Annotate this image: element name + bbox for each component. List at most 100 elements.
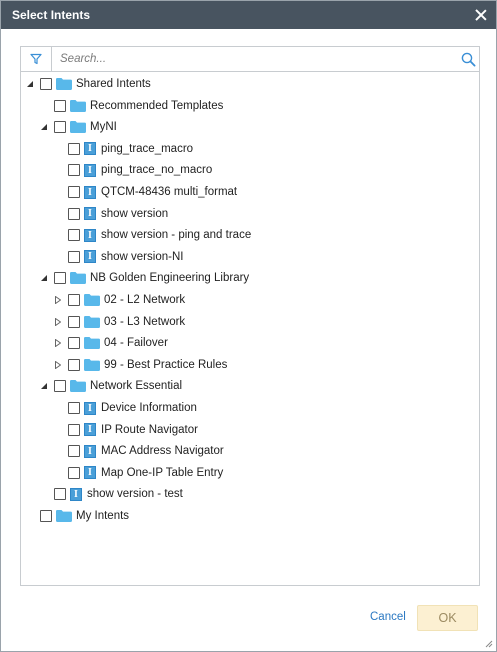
cancel-button[interactable]: Cancel [370,611,406,623]
tree-node-label: show version - test [87,488,183,501]
folder-icon [84,358,100,371]
expand-toggle-icon[interactable] [40,383,47,390]
select-checkbox[interactable] [68,337,80,350]
toggle-spacer [54,405,61,412]
search-bar [21,47,479,72]
select-checkbox[interactable] [68,229,80,242]
toggle-spacer [54,232,61,239]
select-checkbox[interactable] [68,250,80,263]
intent-icon: I [70,487,82,501]
select-checkbox[interactable] [68,358,80,371]
expand-toggle-icon[interactable] [40,275,47,282]
tree-folder-row[interactable]: My Intents [26,506,129,526]
tree-folder-row[interactable]: 99 - Best Practice Rules [54,355,227,375]
intent-icon: I [84,250,96,264]
intent-icon: I [84,423,96,437]
search-button[interactable] [457,47,479,71]
expand-toggle-icon[interactable] [26,81,33,88]
select-checkbox[interactable] [40,510,52,522]
select-checkbox[interactable] [68,423,80,436]
select-checkbox[interactable] [54,380,66,393]
resize-grip-icon[interactable] [485,640,493,648]
tree-node-label: QTCM-48436 multi_format [101,186,238,198]
tree-intent-row[interactable]: I Map One-IP Table Entry [54,463,223,483]
intent-icon: I [84,142,96,156]
select-checkbox[interactable] [68,207,80,220]
select-checkbox[interactable] [68,402,80,414]
folder-icon [56,510,72,522]
tree-folder-row[interactable]: 04 - Failover [54,333,168,353]
collapse-toggle-icon[interactable] [54,339,61,348]
collapse-toggle-icon[interactable] [54,317,61,326]
collapse-toggle-icon[interactable] [54,296,61,304]
tree-node-label: ping_trace_no_macro [101,164,213,177]
tree-folder-row[interactable]: 02 - L2 Network [54,290,185,310]
select-checkbox[interactable] [68,445,80,458]
tree-node-label: Map One-IP Table Entry [101,466,224,479]
select-checkbox[interactable] [68,186,80,198]
toggle-spacer [54,426,61,433]
ok-button[interactable]: OK [417,605,478,631]
toggle-spacer [54,448,61,455]
tree-node-label: Device Information [101,402,197,414]
tree-folder-row[interactable]: 03 - L3 Network [54,312,185,332]
tree-folder-row[interactable]: NB Golden Engineering Library [40,268,249,288]
select-checkbox[interactable] [68,466,80,479]
folder-icon [84,337,100,350]
toggle-spacer [40,491,47,498]
toggle-spacer [54,210,61,217]
intent-icon: I [84,466,96,480]
tree-intent-row[interactable]: I Device Information [54,398,197,418]
tree-folder-row[interactable]: Recommended Templates [40,96,223,116]
tree-intent-row[interactable]: I IP Route Navigator [54,420,198,440]
search-input[interactable] [52,48,457,70]
tree-node-label: 99 - Best Practice Rules [104,358,228,371]
select-checkbox[interactable] [54,488,66,501]
tree-intent-row[interactable]: I QTCM-48436 multi_format [54,182,237,202]
folder-icon [56,78,72,90]
toggle-spacer [26,513,33,520]
tree-node-label: MAC Address Navigator [101,445,224,458]
select-checkbox[interactable] [68,294,80,306]
tree-node-label: show version - ping and trace [101,229,252,242]
select-checkbox[interactable] [54,272,66,285]
intent-icon: I [84,163,96,177]
tree-node-label: 02 - L2 Network [104,294,186,306]
select-checkbox[interactable] [40,78,52,90]
select-checkbox[interactable] [68,315,80,328]
folder-icon [84,294,100,306]
folder-icon [70,380,86,393]
tree-node-label: 03 - L3 Network [104,315,186,328]
toggle-spacer [54,253,61,260]
intent-icon: I [84,207,96,221]
close-icon[interactable] [474,8,488,22]
select-checkbox[interactable] [68,142,80,155]
tree-node-label: ping_trace_macro [101,142,194,155]
intent-icon: I [84,401,96,415]
tree-node-label: show version [101,207,169,220]
tree-node-label: IP Route Navigator [101,423,198,436]
tree-node-label: show version-NI [101,250,184,263]
tree-node-label: Recommended Templates [90,99,224,112]
tree-folder-row[interactable]: MyNI [40,117,117,137]
filter-icon [30,53,42,65]
select-checkbox[interactable] [68,164,80,177]
select-checkbox[interactable] [54,121,66,134]
search-icon [461,52,476,67]
intent-icon: I [84,185,96,199]
expand-toggle-icon[interactable] [40,124,47,131]
tree-folder-row[interactable]: Network Essential [40,376,182,396]
tree-node-label: 04 - Failover [104,337,168,350]
filter-button[interactable] [21,47,52,71]
tree-folder-row[interactable]: Shared Intents [26,74,151,94]
select-checkbox[interactable] [54,99,66,112]
collapse-toggle-icon[interactable] [54,360,61,369]
